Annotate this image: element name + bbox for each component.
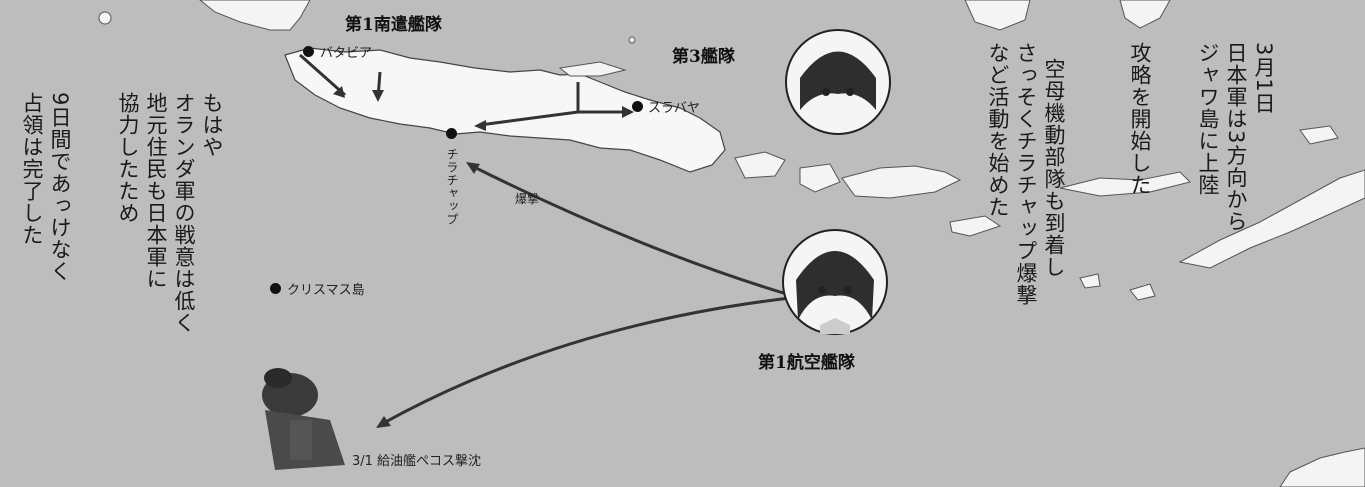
timor-island <box>1178 169 1365 269</box>
islet <box>1079 273 1101 289</box>
narration-right-col3: ジャワ島に上陸 <box>1196 42 1220 196</box>
sumatra-island <box>199 0 311 31</box>
tjilatjap-label: チラチャップ <box>445 148 459 226</box>
bombing-arrow <box>469 163 791 297</box>
sumba-island <box>949 215 1002 237</box>
sinking-label: 3/1 給油艦ペコス撃沈 <box>352 454 482 469</box>
islet <box>1299 125 1339 145</box>
first-air-fleet-portrait <box>782 229 888 335</box>
christmas-island-label: クリスマス島 <box>287 283 365 298</box>
madura-island <box>558 61 627 77</box>
java-island <box>284 47 726 173</box>
bali-island <box>734 151 786 179</box>
islet <box>1129 283 1156 301</box>
narration-left-col3: 地元住民も日本軍に <box>144 92 168 290</box>
lombok-island <box>799 163 841 193</box>
sinking-arrow <box>379 296 791 427</box>
batavia-label: バタビア <box>320 46 373 61</box>
sulawesi-edge <box>1119 0 1171 29</box>
narration-left-col2: オランダ軍の戦意は低く <box>172 92 196 334</box>
route-arrows <box>299 53 791 427</box>
narration-middle-col3: など活動を始めた <box>986 42 1010 218</box>
flores-island <box>1059 171 1191 197</box>
narration-left-col5: 9日間であっけなく <box>48 92 72 283</box>
narration-right-col4: 攻略を開始した <box>1128 42 1152 196</box>
narration-middle-col1: 空母機動部隊も到着し <box>1042 58 1066 278</box>
surabaya-marker <box>632 101 643 112</box>
batavia-marker <box>303 46 314 57</box>
islet <box>1279 447 1365 487</box>
narration-right-col2: 日本軍は3方向から <box>1224 42 1248 233</box>
southern-fleet-arrow-1 <box>299 53 346 97</box>
surabaya-label: スラバヤ <box>648 101 700 116</box>
narration-left-col1: もはや <box>200 92 224 158</box>
third-fleet-portrait <box>785 29 891 135</box>
southern-fleet-label: 第1南遣艦隊 <box>345 15 442 35</box>
narration-right-col1: 3月1日 <box>1252 42 1276 115</box>
narration-left-col4: 協力したため <box>116 92 140 224</box>
narration-middle-col2: さっそくチラチャップ爆撃 <box>1014 42 1038 306</box>
sumbawa-island <box>841 165 962 199</box>
tjilatjap-marker <box>446 128 457 139</box>
borneo-edge <box>964 0 1031 31</box>
first-air-fleet-label: 第1航空艦隊 <box>758 353 855 373</box>
islet <box>98 11 112 25</box>
narration-left-col6: 占領は完了した <box>20 92 44 246</box>
third-fleet-arrow-west <box>479 110 579 127</box>
islet <box>628 36 636 44</box>
third-fleet-label: 第3艦隊 <box>672 47 735 67</box>
arrow-heads <box>333 86 634 428</box>
christmas-island-marker <box>270 283 281 294</box>
bombing-label: 爆撃 <box>515 192 540 206</box>
sinking-ship-illustration <box>262 368 345 470</box>
